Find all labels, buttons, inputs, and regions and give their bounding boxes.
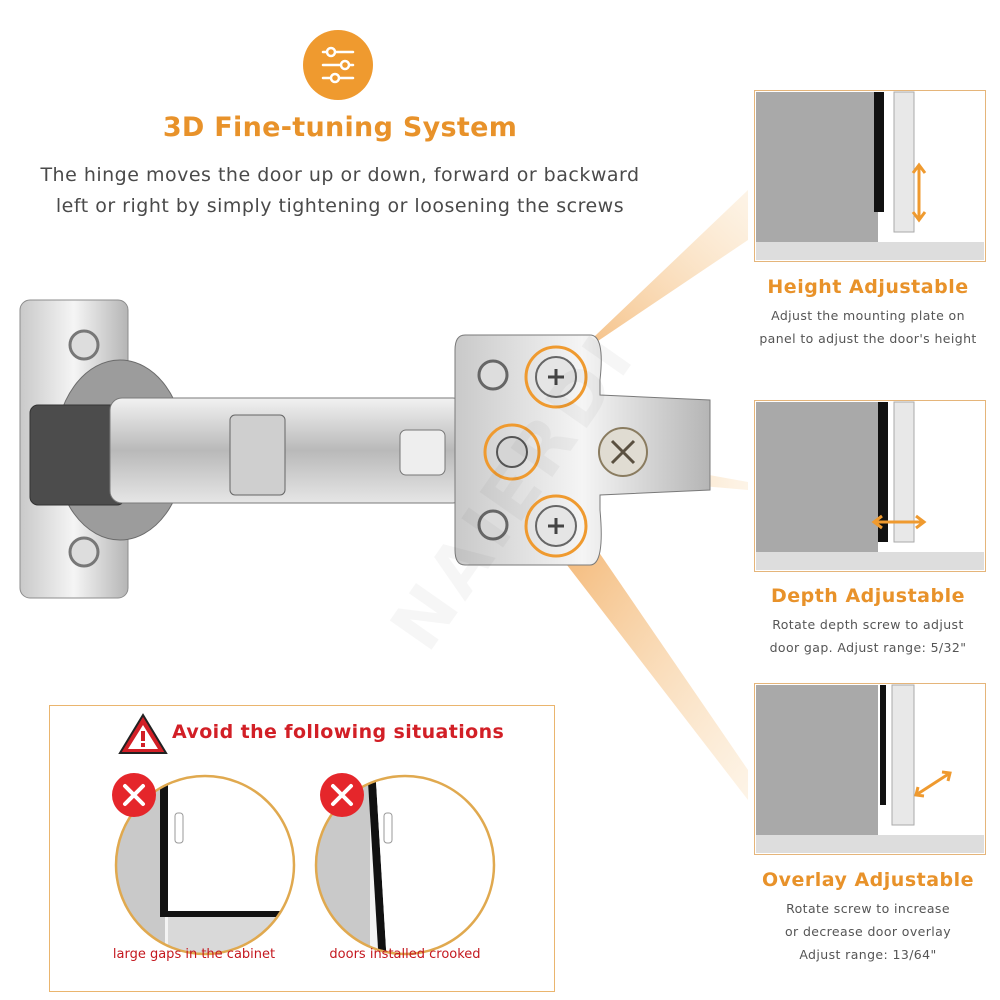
large-gap-illustration [114, 774, 296, 956]
large-gaps-caption: large gaps in the cabinet [112, 947, 276, 962]
mount-hole-bottom [477, 509, 509, 541]
hinge-illustration [19, 299, 711, 599]
arm-slot [399, 429, 446, 476]
height-panel-title: Height Adjustable [767, 276, 969, 298]
overlay-panel-title: Overlay Adjustable [761, 869, 975, 891]
overlay-desc-line-3: Adjust range: 13/64" [799, 947, 937, 962]
vertical-arrow-icon [911, 162, 927, 223]
description-line-2: left or right by simply tightening or lo… [55, 195, 625, 217]
description-line-1: The hinge moves the door up or down, for… [40, 164, 640, 186]
avoid-section [49, 705, 555, 992]
mounting-plate [454, 334, 711, 566]
x-circle-icon [112, 773, 156, 817]
overlay-screw-highlight [524, 494, 588, 558]
height-desc-line-1: Adjust the mounting plate on [771, 308, 965, 323]
depth-screw-highlight [483, 423, 541, 481]
depth-panel-desc: Rotate depth screw to adjust door gap. A… [750, 613, 986, 659]
depth-desc-line-2: door gap. Adjust range: 5/32" [769, 640, 967, 655]
page-title: 3D Fine-tuning System [162, 112, 518, 143]
crooked-doors-caption: doors installed crooked [329, 947, 481, 962]
overlay-panel-image [754, 683, 986, 855]
height-desc-line-2: panel to adjust the door's height [759, 331, 977, 346]
depth-desc-line-1: Rotate depth screw to adjust [772, 617, 964, 632]
depth-screw [496, 436, 528, 468]
height-panel-desc: Adjust the mounting plate on panel to ad… [750, 304, 986, 350]
overlay-desc-line-1: Rotate screw to increase [786, 901, 950, 916]
plate-screw-hole-bottom [68, 536, 100, 568]
crooked-door-illustration [314, 774, 496, 956]
avoid-title: Avoid the following situations [172, 721, 505, 743]
depth-panel-image [754, 400, 986, 572]
overlay-beam [540, 510, 748, 800]
page-description: The hinge moves the door up or down, for… [30, 160, 650, 222]
sliders-icon [303, 30, 373, 100]
x-circle-icon [320, 773, 364, 817]
height-screw-highlight [524, 345, 588, 409]
overlay-panel-desc: Rotate screw to increase or decrease doo… [750, 897, 986, 966]
horizontal-arrow-icon [871, 514, 927, 530]
depth-panel-title: Depth Adjustable [770, 585, 966, 607]
warning-triangle-icon [118, 713, 168, 754]
arm-link [229, 414, 286, 496]
mount-hole-top [477, 359, 509, 391]
diagonal-arrow-icon [914, 770, 952, 798]
overlay-desc-line-2: or decrease door overlay [785, 924, 951, 939]
plate-screw-hole-top [68, 329, 100, 361]
height-panel-image [754, 90, 986, 262]
